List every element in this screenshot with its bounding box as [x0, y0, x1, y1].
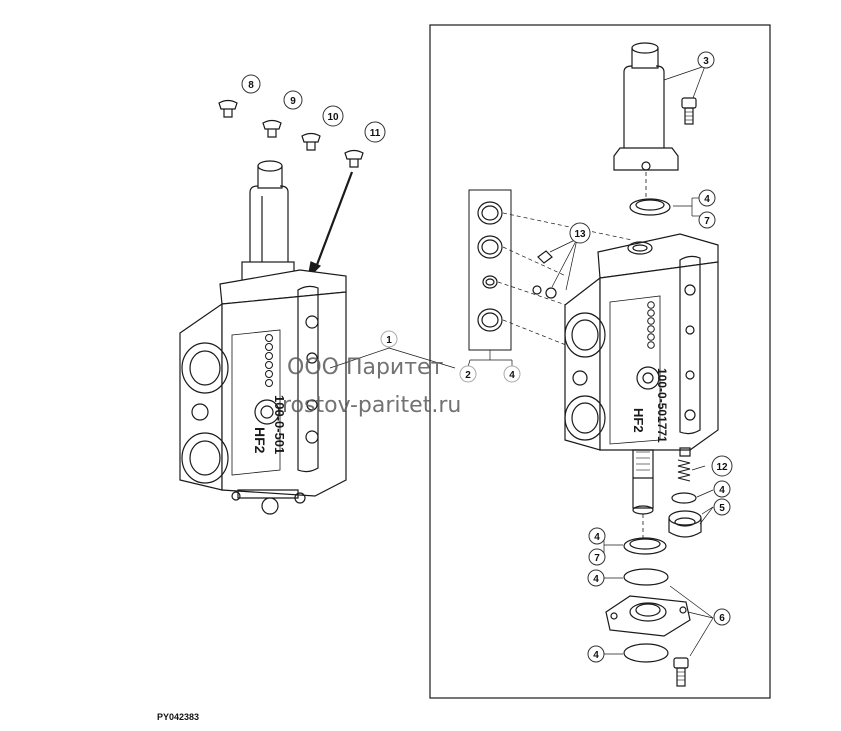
callout-8: 8: [241, 74, 261, 94]
svg-text:3: 3: [703, 56, 709, 67]
callout-13: 13: [569, 222, 591, 244]
screw-11: [344, 149, 364, 168]
exploded-view-frame: [429, 24, 771, 699]
svg-text:2: 2: [465, 370, 471, 381]
callout-7a: 7: [698, 211, 716, 229]
seal-ring-small: [671, 492, 697, 504]
cap-screw-bottom: [673, 657, 689, 687]
callout-4b: 4: [698, 189, 716, 207]
svg-text:13: 13: [574, 229, 586, 240]
svg-text:4: 4: [509, 370, 515, 381]
svg-text:4: 4: [704, 194, 710, 205]
seal-ring-lower: [623, 537, 667, 555]
seal-ring-bottom: [623, 643, 669, 663]
svg-text:4: 4: [594, 532, 600, 543]
svg-text:12: 12: [716, 462, 728, 473]
callout-4d: 4: [588, 527, 606, 545]
left-valve-body: [179, 269, 347, 515]
left-body-ring-marks: [265, 334, 273, 387]
callout-3: 3: [697, 51, 715, 69]
seal-ring-thin: [623, 568, 669, 586]
callout-5: 5: [713, 498, 731, 516]
spring-12: [677, 447, 706, 482]
end-cap-flange-6: [605, 595, 691, 637]
right-body-serial: 100-0-501771: [655, 368, 669, 443]
svg-text:4: 4: [719, 485, 725, 496]
cap-screw-3: [681, 97, 697, 125]
right-body-ring-marks: [647, 301, 655, 349]
screw-8: [218, 99, 238, 118]
plug-5: [668, 510, 702, 538]
callout-9: 9: [283, 90, 303, 110]
callout-7b: 7: [588, 548, 606, 566]
callout-4e: 4: [587, 569, 605, 587]
callout-2: 2: [459, 365, 477, 383]
right-spool: [613, 42, 679, 198]
svg-text:6: 6: [719, 613, 725, 624]
seal-kit-panel: [467, 189, 633, 368]
callout-4f: 4: [587, 645, 605, 663]
watermark-website: rostov-paritet.ru: [282, 393, 462, 418]
seal-ring-top: [629, 198, 671, 216]
callout-4c: 4: [713, 480, 731, 498]
svg-text:4: 4: [593, 650, 599, 661]
svg-text:4: 4: [593, 574, 599, 585]
screw-9: [262, 119, 282, 138]
callout-10: 10: [322, 105, 344, 127]
left-body-serial: 100-0-501: [272, 395, 287, 454]
right-valve-assembly: 100-0-501771 HF2: [467, 42, 719, 687]
callouts: 8 9 10 11 1 2 4 3 4 7 13 12 4 5 4 7 4 6 …: [241, 51, 733, 663]
left-spool: [241, 160, 295, 288]
lower-spool-end: [632, 449, 654, 540]
svg-text:8: 8: [248, 80, 254, 91]
callout-6: 6: [713, 608, 731, 626]
callout-4a: 4: [503, 365, 521, 383]
watermark-company-name: ООО Паритет: [287, 355, 444, 380]
svg-text:1: 1: [386, 335, 392, 346]
svg-text:9: 9: [290, 96, 296, 107]
right-body-code: HF2: [631, 408, 646, 433]
svg-text:7: 7: [594, 553, 600, 564]
svg-text:7: 7: [704, 216, 710, 227]
left-valve-assembly: 100-0-501 HF2: [179, 99, 456, 515]
small-parts-13: [532, 238, 578, 299]
right-valve-body: [564, 233, 719, 451]
callout-11: 11: [364, 121, 386, 143]
left-body-code: HF2: [252, 427, 268, 454]
svg-text:5: 5: [719, 503, 725, 514]
svg-text:11: 11: [370, 128, 381, 139]
callout-12: 12: [711, 455, 733, 477]
figure-id: PY042383: [157, 712, 200, 722]
screw-10: [301, 132, 321, 151]
callout-1: 1: [380, 330, 398, 348]
svg-text:10: 10: [327, 112, 339, 123]
